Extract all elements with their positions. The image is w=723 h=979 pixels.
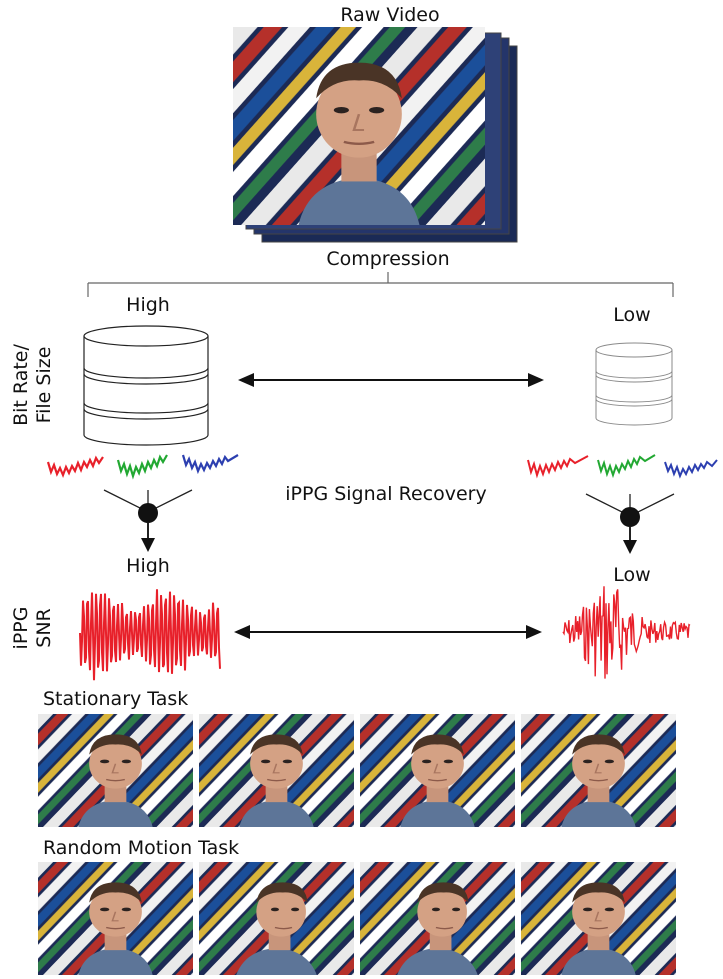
low-blue-channel — [664, 459, 718, 479]
bitrate-double-arrow — [238, 373, 544, 387]
bitrate-label-line1: Bit Rate/ — [10, 344, 32, 426]
bitrate-label-line2: File Size — [33, 347, 55, 424]
low-green-channel — [597, 454, 656, 479]
stationary-task-label: Stationary Task — [43, 688, 188, 710]
compression-label: Compression — [326, 248, 449, 270]
stationary-frame-4 — [521, 714, 676, 827]
random-motion-task-label: Random Motion Task — [43, 837, 239, 859]
low-combine-node — [585, 493, 675, 554]
compression-bracket — [87, 272, 674, 297]
raw-video-label: Raw Video — [340, 4, 439, 26]
stationary-frame-3 — [360, 714, 515, 827]
stationary-frame-2 — [199, 714, 354, 827]
raw-video-stack — [233, 27, 518, 243]
motion-frame-4 — [521, 862, 676, 975]
motion-frame-1 — [38, 862, 193, 975]
high-channel-signals — [46, 454, 239, 480]
low-bitrate-label: Low — [613, 304, 650, 326]
high-blue-channel — [181, 454, 239, 475]
raw-video-frame — [233, 27, 485, 225]
high-bitrate-label: High — [126, 294, 170, 316]
snr-double-arrow — [234, 625, 542, 639]
low-database-icon — [595, 342, 673, 426]
high-green-channel — [116, 454, 168, 480]
snr-label-line2: SNR — [33, 608, 55, 647]
random-motion-task-frames — [38, 862, 676, 975]
high-combine-node — [103, 489, 193, 552]
high-snr-waveform — [79, 589, 221, 681]
high-database-icon — [83, 325, 209, 446]
low-channel-signals — [527, 454, 718, 479]
low-snr-waveform — [562, 586, 691, 679]
low-snr-label: Low — [613, 564, 650, 586]
stationary-frame-1 — [38, 714, 193, 827]
high-snr-label: High — [126, 555, 170, 577]
high-red-channel — [46, 455, 104, 478]
low-red-channel — [527, 455, 589, 479]
motion-frame-3 — [360, 862, 515, 975]
stationary-task-frames — [38, 714, 676, 827]
motion-frame-2 — [199, 862, 354, 975]
ippg-recovery-label: iPPG Signal Recovery — [285, 483, 486, 505]
snr-label-line1: iPPG — [10, 607, 32, 650]
